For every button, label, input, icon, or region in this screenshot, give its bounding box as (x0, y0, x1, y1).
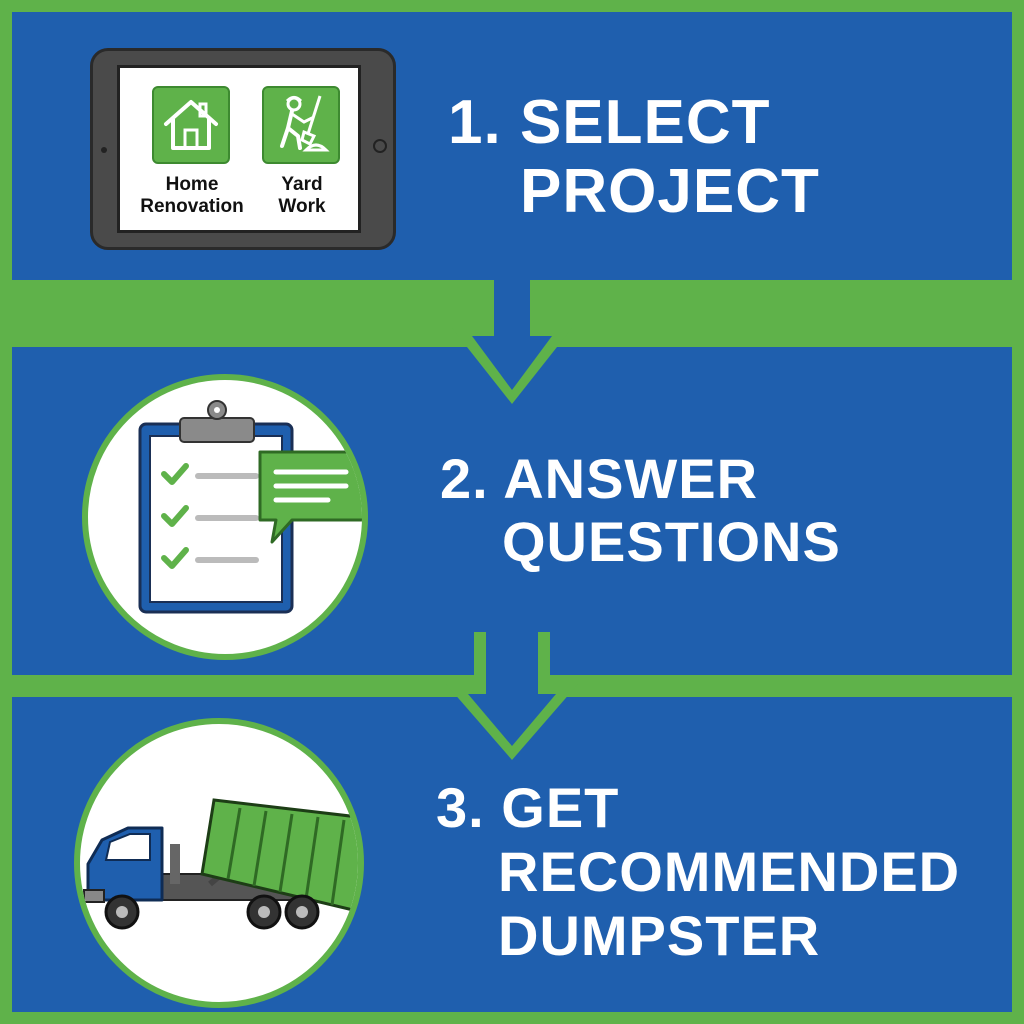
home-renovation-label: Home Renovation (140, 174, 244, 217)
tablet-icon: Home Renovation Yard Work (90, 48, 396, 250)
tablet-camera (101, 147, 107, 153)
clipboard-checklist-icon (138, 400, 362, 614)
clipboard-circle (82, 374, 368, 660)
home-renovation-option[interactable] (152, 86, 230, 164)
step-1-title: 1. SELECT PROJECT (448, 88, 820, 227)
tablet-screen: Home Renovation Yard Work (117, 65, 361, 233)
yard-work-label: Yard Work (278, 174, 326, 217)
step-3-title: 3. GET RECOMMENDED DUMPSTER (436, 776, 961, 967)
dumpster-truck-icon (83, 798, 358, 930)
step-2-title: 2. ANSWER QUESTIONS (440, 447, 841, 573)
worker-shovel-icon (280, 95, 330, 152)
house-icon (164, 100, 218, 150)
yard-work-option[interactable] (262, 86, 340, 164)
tablet-home-button (373, 139, 387, 153)
dumpster-truck-circle (74, 718, 364, 1008)
